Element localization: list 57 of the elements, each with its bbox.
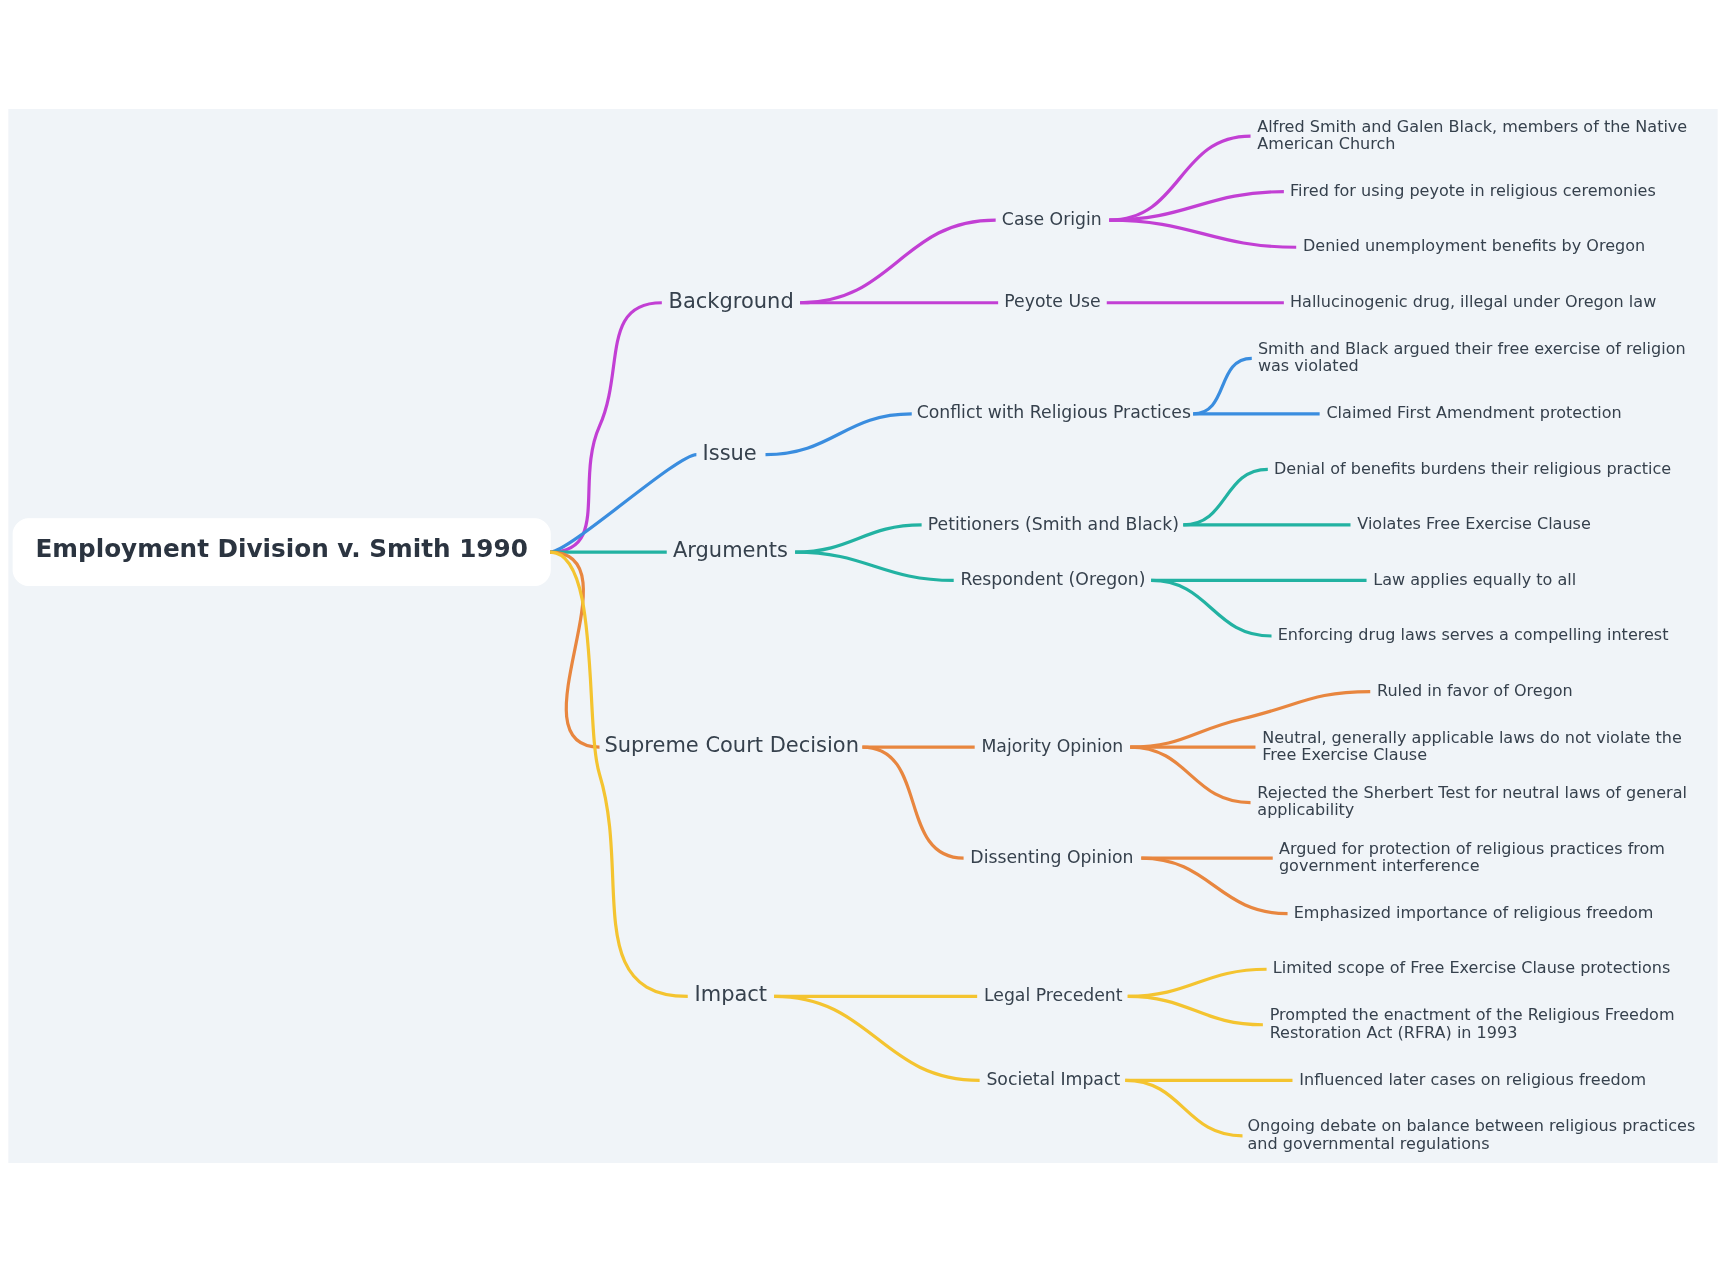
node-text: Fired for using peyote in religious ceremonies [1290, 180, 1656, 200]
node-text: Alfred Smith and Galen Black, members of the Native American Church [1257, 116, 1688, 153]
node-text: Argued for protection of religious practices from government interference [1278, 838, 1665, 875]
node-text: Legal Precedent [983, 984, 1123, 1005]
connector [1151, 578, 1272, 638]
node-text: Arguments [672, 537, 788, 562]
node-text: Neutral, generally applicable laws do not violate the Free Exercise Clause [1262, 727, 1682, 764]
node-text: Enforcing drug laws serves a compelling interest [1277, 624, 1669, 644]
connector [1109, 217, 1297, 249]
node-text: Rejected the Sherbert Test for neutral laws of general applicability [1257, 782, 1687, 819]
connector [1127, 994, 1263, 1026]
node-box: Employment Division v. Smith 1990 [12, 517, 551, 586]
node-text: Conflict with Religious Practices [916, 401, 1191, 422]
node-text: Ongoing debate on balance between religious practices and governmental regulations [1247, 1115, 1696, 1153]
node-text: Respondent (Oregon) [960, 568, 1146, 589]
connector [800, 300, 999, 304]
connector [795, 522, 922, 554]
node-text: Influenced later cases on religious freedom [1299, 1069, 1647, 1089]
node-text: Violates Free Exercise Clause [1357, 513, 1591, 533]
connector [549, 452, 697, 554]
connector [1130, 744, 1256, 749]
node-text: Prompted the enactment of the Religious Freedom Restoration Act (RFRA) in 1993 [1269, 1004, 1675, 1042]
connector [1183, 522, 1351, 527]
node-text: Petitioners (Smith and Black) [927, 512, 1179, 533]
connector [765, 411, 912, 456]
node-text: Hallucinogenic drug, illegal under Oregon law [1290, 291, 1657, 311]
connector [549, 550, 688, 998]
node-text: Supreme Court Decision [604, 732, 859, 757]
connector [1125, 1078, 1243, 1137]
node-text: Law applies equally to all [1373, 569, 1577, 589]
node-text: Ruled in favor of Oregon [1377, 680, 1573, 700]
connector [1106, 300, 1284, 304]
node-text: Denied unemployment benefits by Oregon [1302, 235, 1646, 255]
node-text: Peyote Use [1004, 290, 1101, 311]
node-text: Limited scope of Free Exercise Clause protections [1272, 957, 1671, 977]
node-text: Denial of benefits burdens their religious practice [1273, 458, 1672, 478]
node-text: Case Origin [1001, 208, 1102, 229]
node-text: Impact [694, 981, 768, 1006]
connector [1141, 856, 1288, 915]
connector [774, 994, 980, 1082]
connector [550, 549, 667, 554]
connector [1130, 689, 1371, 749]
connector [862, 745, 964, 860]
node-text: Smith and Black argued their free exercise of religion was violated [1257, 338, 1686, 375]
connector [1130, 744, 1251, 804]
connector [862, 744, 975, 749]
node-text: Emphasized importance of religious freedom [1293, 902, 1654, 922]
connector [1193, 411, 1320, 415]
node-text: Societal Impact [986, 1068, 1121, 1089]
node-text: Majority Opinion [981, 735, 1124, 756]
connector [795, 549, 954, 582]
node-text: Issue [702, 440, 757, 465]
node-text: Dissenting Opinion [970, 846, 1134, 867]
connector [1109, 189, 1284, 222]
node-text: Background [668, 288, 794, 313]
node-text: Claimed First Amendment protection [1326, 402, 1622, 422]
connector [549, 550, 600, 749]
